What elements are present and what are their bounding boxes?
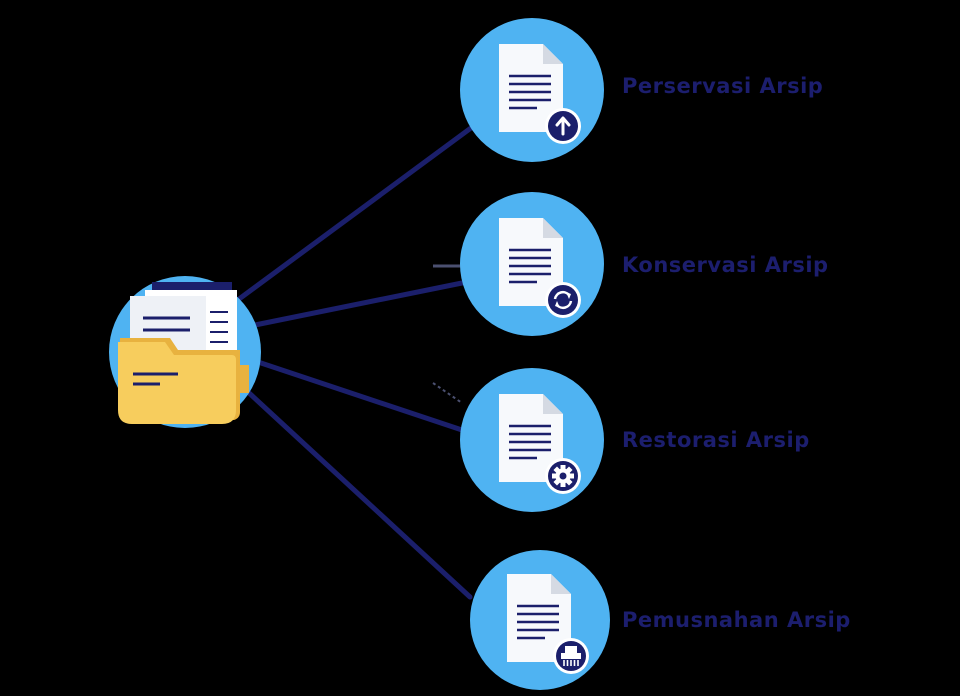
folder-front	[118, 342, 236, 424]
connector-line	[232, 122, 478, 305]
folder-edge	[240, 365, 249, 393]
process-node	[460, 18, 604, 162]
node-label-konservasi: Konservasi Arsip	[622, 253, 829, 277]
document-icon	[499, 218, 563, 306]
shredder-icon	[561, 646, 581, 666]
badge-circle	[548, 285, 578, 315]
node-label-restorasi: Restorasi Arsip	[622, 428, 810, 452]
process-node	[460, 192, 604, 336]
hub-node	[109, 276, 261, 428]
document-fold	[543, 394, 563, 414]
document-fold	[551, 574, 571, 594]
connector-line	[252, 280, 465, 328]
connectors	[232, 122, 478, 600]
process-node	[470, 550, 610, 690]
document-fold	[543, 44, 563, 64]
document-fold	[543, 218, 563, 238]
process-nodes	[460, 18, 610, 690]
document-icon	[499, 44, 563, 132]
node-label-pemusnahan: Pemusnahan Arsip	[622, 608, 851, 632]
process-node	[460, 368, 604, 512]
refresh-icon	[553, 290, 573, 310]
connector-dash	[432, 382, 463, 404]
document-icon	[507, 574, 571, 662]
gear-icon	[552, 465, 574, 487]
document-icon	[499, 394, 563, 482]
connector-line	[255, 359, 465, 433]
connector-line	[245, 389, 473, 600]
upload-arrow-icon	[555, 116, 571, 136]
node-label-perservasi: Perservasi Arsip	[622, 74, 824, 98]
